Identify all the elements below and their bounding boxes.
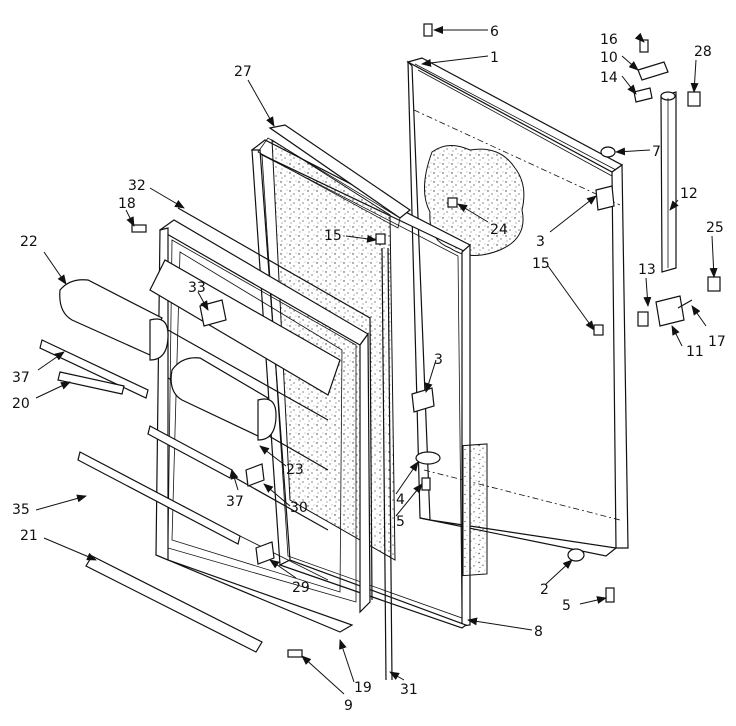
hole-plug-left <box>375 233 386 245</box>
callout-10: 10 <box>600 50 618 66</box>
callout-7: 7 <box>652 144 661 160</box>
foam-insulation-cutaway <box>424 145 525 256</box>
bin-clip-middle <box>245 463 265 487</box>
callout-21: 21 <box>20 528 38 544</box>
callout-23: 23 <box>286 462 304 478</box>
callout-30: 30 <box>290 500 308 516</box>
top-screw <box>423 23 433 37</box>
door-seal <box>381 247 393 681</box>
bottom-washer <box>567 548 585 562</box>
hole-plug-right <box>593 324 604 336</box>
callout-16: 16 <box>600 32 618 48</box>
callout-13: 13 <box>638 262 656 278</box>
end-cap <box>687 91 701 107</box>
leader-arrows <box>35 26 718 695</box>
callout-28: 28 <box>694 44 712 60</box>
callout-17: 17 <box>708 334 726 350</box>
shelf-rail-lower <box>77 451 241 545</box>
screw-bottom <box>287 649 303 658</box>
callout-15-right: 15 <box>532 256 550 272</box>
hinge-bracket <box>595 185 615 211</box>
callout-25: 25 <box>706 220 724 236</box>
callout-22: 22 <box>20 234 38 250</box>
center-hinge-parts <box>411 387 441 491</box>
callout-31: 31 <box>400 682 418 698</box>
gasket-strip <box>177 207 373 601</box>
callout-9: 9 <box>344 698 353 714</box>
bottom-hinge <box>637 295 693 327</box>
callout-3-right: 3 <box>536 234 545 250</box>
callout-1: 1 <box>490 50 499 66</box>
callout-29: 29 <box>292 580 310 596</box>
callout-27: 27 <box>234 64 252 80</box>
callout-14: 14 <box>600 70 618 86</box>
callout-24: 24 <box>490 222 508 238</box>
callout-18: 18 <box>118 196 136 212</box>
callout-35: 35 <box>12 502 30 518</box>
bin-clip-lower <box>255 541 275 565</box>
shelf-rail-upper <box>57 371 125 395</box>
callout-4: 4 <box>396 492 405 508</box>
callout-3-center: 3 <box>434 352 443 368</box>
callout-33: 33 <box>188 280 206 296</box>
bottom-trim-rail <box>85 555 263 653</box>
callout-20: 20 <box>12 396 30 412</box>
bottom-screw <box>605 587 615 603</box>
callout-37-center: 37 <box>226 494 244 510</box>
callout-15-left: 15 <box>324 228 342 244</box>
shelf-bar-upper <box>39 339 149 399</box>
callout-11: 11 <box>686 344 704 360</box>
callout-5-center: 5 <box>396 514 405 530</box>
callout-2: 2 <box>540 582 549 598</box>
shim <box>707 276 721 292</box>
screw-left <box>131 224 147 233</box>
middle-door-bin <box>170 357 277 441</box>
door-outer-panel <box>406 57 629 557</box>
top-hinge <box>633 39 669 103</box>
callout-12: 12 <box>680 186 698 202</box>
callout-6: 6 <box>490 24 499 40</box>
callout-8: 8 <box>534 624 543 640</box>
callout-5-bottom: 5 <box>562 598 571 614</box>
hinge-bushing <box>600 146 616 158</box>
callout-labels: 6 1 16 10 14 28 7 12 3 15 24 15 25 13 17… <box>12 24 726 714</box>
callout-19: 19 <box>354 680 372 696</box>
hole-plug <box>447 197 458 208</box>
handle-bar <box>660 91 677 273</box>
upper-door-bin <box>59 279 169 361</box>
shelf-bar-middle <box>147 425 233 479</box>
callout-37-left: 37 <box>12 370 30 386</box>
callout-32: 32 <box>128 178 146 194</box>
